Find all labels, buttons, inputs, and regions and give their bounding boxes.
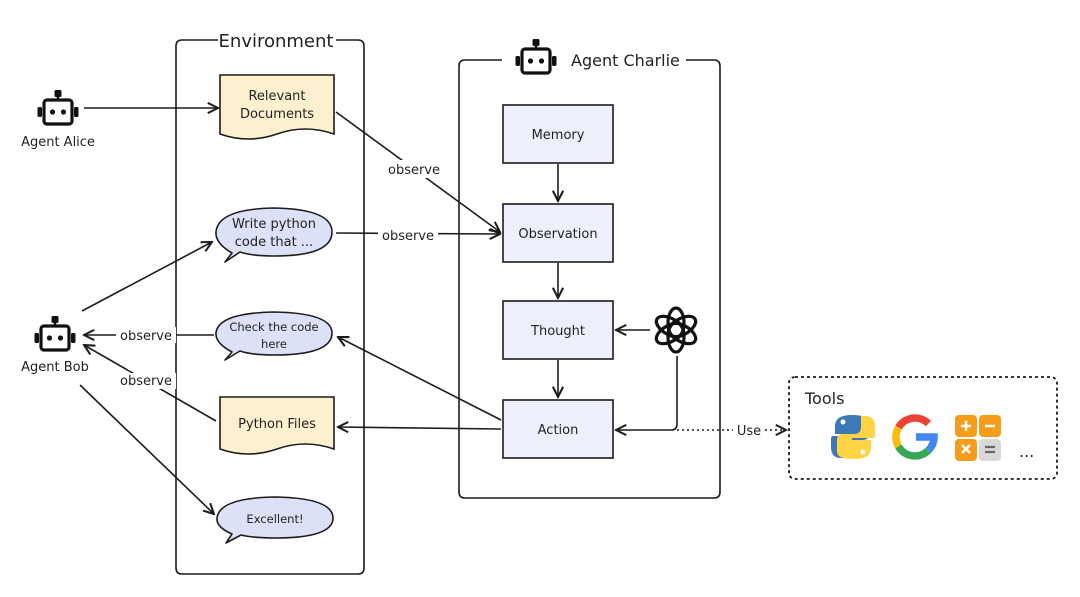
agent-charlie-panel: Agent Charlie [458,37,721,499]
agent-bob[interactable]: Agent Bob [21,314,89,375]
alice-robot-icon [35,88,81,126]
write-python-label-1: Write python [232,217,316,232]
observation-step[interactable]: Observation [502,203,614,263]
observe-label-documents: observe [388,163,440,178]
environment-title: Environment [219,31,334,52]
memory-label: Memory [532,128,585,143]
edge-action-files [338,427,502,429]
agent-bob-label: Agent Bob [21,360,89,375]
edge-llm-action [616,356,678,430]
calculator-icon[interactable] [955,415,1001,461]
action-step[interactable]: Action [502,399,614,459]
relevant-documents-label-1: Relevant [248,89,305,104]
relevant-documents-node[interactable]: Relevant Documents [219,74,335,140]
thought-step[interactable]: Thought [502,300,614,360]
action-label: Action [538,423,579,438]
tools-more: ... [1019,442,1034,461]
excellent-bubble[interactable]: Excellent! [216,496,334,544]
observation-label: Observation [518,227,597,242]
edge-action-check [338,337,502,421]
relevant-documents-label-2: Documents [240,107,314,122]
python-icon[interactable] [831,415,875,459]
charlie-robot-icon [513,37,559,75]
edge-labels: observe observe observe observe Use [116,160,761,439]
tools-title: Tools [804,389,844,408]
check-code-label-1: Check the code [229,320,318,334]
memory-step[interactable]: Memory [502,104,614,164]
agent-alice-label: Agent Alice [21,135,95,150]
agent-alice[interactable]: Agent Alice [21,88,95,150]
observe-label-check: observe [120,329,172,344]
edge-bob-request [81,242,212,312]
python-files-label: Python Files [238,417,316,432]
excellent-label: Excellent! [246,512,303,526]
write-python-bubble[interactable]: Write python code that ... [215,207,333,263]
openai-icon [654,306,698,354]
agent-charlie-title: Agent Charlie [571,51,680,70]
environment-panel: Environment [175,31,365,575]
observe-label-request: observe [382,229,434,244]
tools-panel: Tools ... [788,376,1058,480]
observe-label-files: observe [120,374,172,389]
edge-bob-excellent [79,384,214,514]
bob-robot-icon [32,314,78,352]
write-python-label-2: code that ... [235,235,313,250]
thought-label: Thought [530,324,585,339]
use-label: Use [737,424,761,439]
python-files-node[interactable]: Python Files [219,396,335,455]
check-code-bubble[interactable]: Check the code here [215,311,333,361]
check-code-label-2: here [261,337,287,351]
google-icon[interactable] [892,414,938,460]
